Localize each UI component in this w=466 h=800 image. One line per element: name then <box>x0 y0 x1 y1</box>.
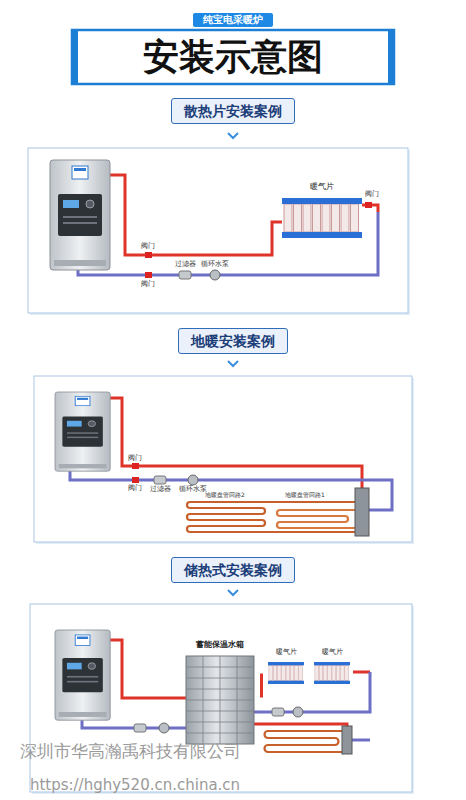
tank-symbol <box>186 656 254 744</box>
radiator: 暖气片 <box>278 182 366 240</box>
title-frame <box>72 30 78 84</box>
node-text: 散热片安装案例 <box>184 103 282 120</box>
panel-frame <box>28 148 414 794</box>
valve-symbol <box>145 252 152 258</box>
node-text: 蓄能保温水箱 <box>180 640 260 650</box>
radiator-symbol <box>268 662 304 684</box>
part-label: 地暖盘管回路1 <box>285 492 325 499</box>
part-label: 循环水泵 <box>179 486 207 493</box>
supply-pipe <box>110 398 362 488</box>
part-label: 循环水泵 <box>201 261 229 269</box>
part-label: 阀门 <box>365 191 379 199</box>
floor-heating-system <box>55 392 392 536</box>
boiler <box>50 160 110 270</box>
pump-symbol <box>210 270 220 280</box>
supply-pipe <box>110 175 282 255</box>
boiler <box>55 630 110 720</box>
filter-symbol <box>154 476 166 484</box>
chevron <box>228 590 238 595</box>
part-label: 阀门 <box>128 455 142 462</box>
supply-pipe <box>110 640 186 698</box>
radiator: 暖气片 <box>263 648 309 686</box>
manifold-symbol <box>355 488 369 536</box>
valve-symbol <box>132 463 139 469</box>
chevron <box>228 133 238 138</box>
valve-symbol <box>145 272 152 278</box>
filter-symbol <box>134 724 146 732</box>
floor-coil <box>187 502 355 532</box>
node-text: 地暖安装案例 <box>191 333 275 350</box>
pump-symbol <box>159 723 169 733</box>
node-text: 暖气片 <box>278 182 366 192</box>
valve-symbol <box>365 202 372 208</box>
floor-coil <box>265 731 343 752</box>
boiler <box>55 392 110 471</box>
section-header: 地暖安装案例 <box>178 328 288 355</box>
part-label: 阀门 <box>141 243 155 251</box>
pump-symbol <box>188 475 198 485</box>
chevron <box>228 361 238 366</box>
section-header: 散热片安装案例 <box>171 98 295 125</box>
node-text: 暖气片 <box>263 648 309 656</box>
storage-system <box>55 630 370 754</box>
valve-symbol <box>132 477 139 483</box>
node-text: 暖气片 <box>309 648 355 656</box>
panel-frame <box>30 604 412 792</box>
pipe-connector <box>260 675 263 696</box>
floor-coil <box>277 510 355 528</box>
part-label: 过滤器 <box>150 486 171 493</box>
title-frame <box>388 30 394 84</box>
brand-tag: 纯宝电采暖炉 <box>193 13 273 27</box>
return-pipe <box>352 739 370 742</box>
supply-pipe <box>254 724 347 726</box>
title-frame <box>72 30 394 84</box>
page-title: 安装示意图 <box>143 37 323 77</box>
tank-symbol <box>186 656 254 744</box>
part-label: 阀门 <box>128 485 142 492</box>
radiator-system <box>50 160 378 280</box>
panel-frame <box>34 376 412 542</box>
watermark: https://hghy520.cn.china.cn <box>30 777 240 794</box>
pump-symbol <box>293 707 303 717</box>
supply-pipe <box>353 671 370 674</box>
part-label: 阀门 <box>141 281 155 289</box>
watermark: 深圳市华高瀚禹科技有限公司 <box>20 742 241 761</box>
manifold-symbol <box>342 726 352 754</box>
node-text: 纯宝电采暖炉 <box>203 14 263 26</box>
radiator-symbol <box>282 198 362 238</box>
title-frame <box>72 30 394 84</box>
radiator-symbol <box>314 662 350 684</box>
radiator: 暖气片 <box>309 648 355 686</box>
tank-symbol <box>186 656 254 744</box>
node-text: 储热式安装案例 <box>184 562 282 579</box>
storage-tank: 蓄能保温水箱 <box>180 640 260 746</box>
filter-symbol <box>179 271 191 279</box>
part-label: 过滤器 <box>175 261 196 269</box>
panel-frame <box>28 148 408 313</box>
part-label: 地暖盘管回路2 <box>205 492 245 499</box>
filter-symbol <box>272 708 284 716</box>
section-header: 储热式安装案例 <box>171 557 295 584</box>
return-pipe <box>70 470 392 510</box>
